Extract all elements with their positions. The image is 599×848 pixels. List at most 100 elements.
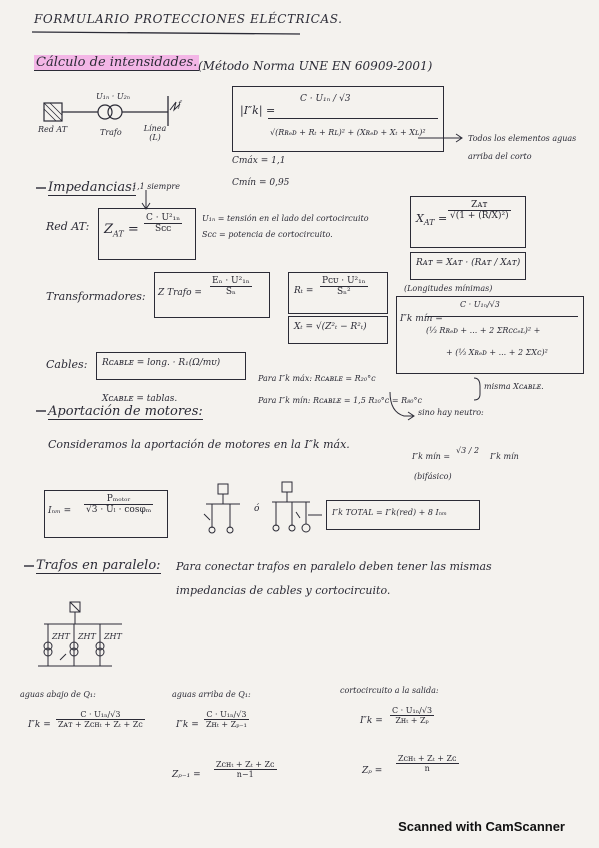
ik-denominator: √(Rʀₑᴅ + Rₜ + Rʟ)² + (Xʀₑᴅ + Xₜ + Xʟ)² (270, 128, 426, 137)
inm-box (44, 490, 168, 538)
voltage-label: U₁ₙ · U₂ₙ (96, 92, 131, 101)
rat-formula: Rᴀᴛ = Xᴀᴛ · (Rᴀᴛ / Xᴀᴛ) (416, 258, 521, 268)
parallel-text-2: impedancias de cables y cortocircuito. (176, 584, 391, 597)
ik-formula-box (232, 86, 444, 152)
xat-denominator: √(1 + (R/X)²) (450, 211, 509, 221)
trafo-label-3: ZHT (104, 632, 122, 641)
ik-total-box (326, 500, 480, 530)
rt-numerator: Pᴄᴜ · U²₁ₙ (320, 276, 368, 287)
ztrafo-box (154, 272, 270, 318)
red-at-label: Red AT (38, 125, 68, 134)
def-voltage: U₁ₙ = tensión en el lado del cortocircui… (202, 214, 369, 223)
ikmin-denominator-1: (⅓ Rʀₑᴅ + ... + 2 ΣRᴄᴄₑʟ)² + (426, 326, 541, 335)
or-separator: ó (254, 504, 260, 514)
min-lengths-note: (Longitudes mínimas) (404, 284, 493, 293)
case-upstream-title: aguas arriba de Q₁: (172, 690, 251, 699)
def-power: Sᴄᴄ = potencia de cortocircuito. (202, 230, 333, 239)
inm-fraction: Pₘₒₜₒᵣ √3 · Uₗ · cosφₘ (84, 494, 154, 515)
fault-label: f (178, 100, 181, 109)
zp1-numerator: Zᴄʜₜ + Zₜ + Zᴄ (214, 760, 277, 770)
trafo-label: Trafo (100, 128, 122, 137)
cables-heading: Cables: (46, 358, 88, 371)
xcable-formula: Xᴄᴀʙʟᴇ = tablas. (102, 394, 178, 404)
case-downstream-fraction: C · U₁ₙ/√3 Zᴀᴛ + Zᴄʜₜ + Zₜ + Zᴄ (56, 710, 145, 729)
zat-lhs: ZAT = (104, 222, 139, 239)
rcable-max: Para I″k máx: Rᴄᴀʙʟᴇ = R₂₀°ᴄ (258, 374, 376, 383)
case-output-title: cortocircuito a la salida: (340, 686, 439, 695)
ztrafo-denominator: Sₙ (225, 287, 236, 297)
case-output-denominator: Zʜₜ + Zₚ (395, 716, 429, 725)
ik-total-formula: I″k TOTAL = I″k(red) + 8 Iₙₘ (332, 508, 447, 517)
norm-reference: (Método Norma UNE EN 60909-2001) (198, 59, 433, 73)
bif-rhs: I″k mín (490, 452, 519, 461)
rcable-min: Para I″k mín: Rᴄᴀʙʟᴇ = 1,5 R₂₀°ᴄ = R₈₀°ᴄ (258, 396, 422, 405)
xat-box (410, 196, 526, 248)
ikmin-box (396, 296, 584, 374)
zp-lhs: Zₚ = (362, 766, 383, 776)
motors-consider-text: Consideramos la aportación de motores en… (48, 438, 350, 451)
case-output-fraction: C · U₁ₙ/√3 Zʜₜ + Zₚ (390, 706, 435, 725)
section-heading-motors: Aportación de motores: (48, 404, 203, 420)
ik-fraction-bar (268, 118, 438, 119)
zp1-fraction: Zᴄʜₜ + Zₜ + Zᴄ n−1 (214, 760, 277, 779)
section-heading-calc: Cálculo de intensidades. (34, 55, 200, 71)
case-output-lhs: I″k = (360, 716, 383, 726)
xat-lhs: XAT = (416, 212, 448, 228)
transformers-heading: Transformadores: (46, 290, 146, 303)
xat-numerator: Zᴀᴛ (448, 200, 511, 211)
zp-denominator: n (424, 764, 430, 773)
inm-denominator: √3 · Uₗ · cosφₘ (86, 505, 152, 515)
same-xcable-note: misma Xᴄᴀʙʟᴇ. (484, 382, 544, 391)
zp-fraction: Zᴄʜₜ + Zₜ + Zᴄ n (396, 754, 459, 773)
parallel-text-1: Para conectar trafos en paralelo deben t… (176, 560, 492, 573)
case-upstream-denominator: Zʜₜ + Zₚ₋₁ (206, 720, 247, 729)
ikmin-denominator-2: + (⅓ Xʀₑᴅ + ... + 2 ΣXᴄ)² (446, 348, 548, 357)
zp1-lhs: Zₚ₋₁ = (172, 770, 201, 780)
cmax-value: Cmáx = 1,1 (232, 156, 286, 166)
case-downstream-numerator: C · U₁ₙ/√3 (56, 710, 145, 720)
zat-denominator: Sᴄᴄ (154, 224, 172, 234)
bif-fraction: √3 / 2 (456, 446, 480, 455)
trafo-label-1: ZHT (52, 632, 70, 641)
bif-lhs: I″k mín = (412, 452, 451, 461)
red-at-heading: Red AT: (46, 220, 90, 233)
section-heading-parallel: Trafos en paralelo: (36, 558, 161, 574)
case-upstream-numerator: C · U₁ₙ/√3 (204, 710, 249, 720)
xt-formula: Xₜ = √(Z²ₜ − R²ₜ) (294, 322, 367, 332)
rt-box (288, 272, 388, 314)
rat-box (410, 252, 526, 280)
line-label: Línea (L) (143, 124, 167, 142)
case-output-numerator: C · U₁ₙ/√3 (390, 706, 435, 716)
ikmin-numerator: C · U₁ₙ/√3 (460, 300, 500, 309)
case-upstream-fraction: C · U₁ₙ/√3 Zʜₜ + Zₚ₋₁ (204, 710, 249, 729)
rcable-formula: Rᴄᴀʙʟᴇ = long. · R₁(Ω/mᴜ) (102, 358, 221, 368)
ik-lhs: |I″k| = (240, 104, 276, 117)
no-neutral-note: sino hay neutro: (418, 408, 484, 417)
zp-numerator: Zᴄʜₜ + Zₜ + Zᴄ (396, 754, 459, 764)
trafo-label-2: ZHT (78, 632, 96, 641)
zat-box (98, 208, 196, 260)
scanner-watermark: Scanned with CamScanner (398, 819, 565, 834)
biphasic-note: (bifásico) (414, 472, 452, 481)
zat-fraction: C · U²₁ₙ Sᴄᴄ (144, 213, 183, 234)
zat-numerator: C · U²₁ₙ (144, 213, 183, 224)
inm-numerator: Pₘₒₜₒᵣ (84, 494, 154, 505)
rt-denominator: Sₙ² (336, 287, 351, 297)
xt-box (288, 316, 388, 344)
always-note: 1,1 siempre (132, 182, 180, 191)
section-heading-impedances: Impedancias: (48, 180, 137, 196)
case-downstream-title: aguas abajo de Q₁: (20, 690, 96, 699)
cmin-value: Cmín = 0,95 (232, 178, 290, 188)
case-downstream-denominator: Zᴀᴛ + Zᴄʜₜ + Zₜ + Zᴄ (58, 720, 143, 729)
ikmin-lhs: I″k mín = (400, 314, 443, 324)
rt-lhs: Rₜ = (294, 286, 314, 296)
ikmin-fraction-bar (426, 316, 578, 317)
upstream-note: Todos los elementos aguas arriba del cor… (468, 134, 577, 161)
rcable-box (96, 352, 246, 380)
xat-fraction: Zᴀᴛ √(1 + (R/X)²) (448, 200, 511, 221)
ztrafo-fraction: Eₙ · U²₁ₙ Sₙ (210, 276, 252, 297)
zp1-denominator: n−1 (236, 770, 254, 779)
rt-fraction: Pᴄᴜ · U²₁ₙ Sₙ² (320, 276, 368, 297)
ik-numerator: C · U₁ₙ / √3 (300, 94, 351, 104)
